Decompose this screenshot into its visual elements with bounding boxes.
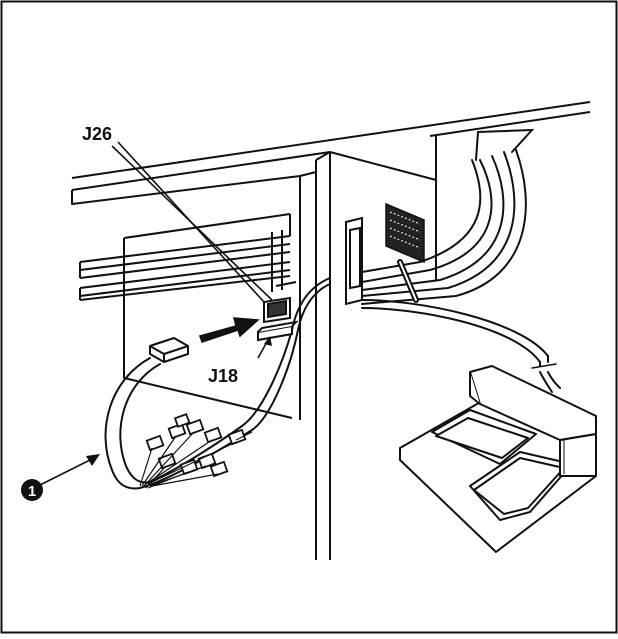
cable-bundle [361, 128, 535, 305]
callout-number: 1 [28, 483, 36, 500]
side-connector-block [345, 216, 363, 306]
pedal-cable [361, 299, 561, 393]
label-j26: J26 [82, 124, 112, 144]
j18-arrowhead [264, 336, 272, 346]
insertion-arrow [199, 317, 260, 343]
callout-arrowhead [86, 454, 100, 466]
foot-pedal [399, 365, 597, 553]
connector-leads [139, 431, 253, 489]
table-top [71, 101, 591, 191]
control-box-panel-rails [79, 230, 297, 301]
connector-j26 [263, 296, 291, 324]
label-j18: J18 [208, 366, 238, 386]
control-box [71, 136, 437, 560]
vent-grille [385, 202, 425, 264]
connector-j18 [257, 320, 299, 342]
plug-connector [149, 337, 189, 363]
callout-marker: 1 [21, 479, 43, 501]
